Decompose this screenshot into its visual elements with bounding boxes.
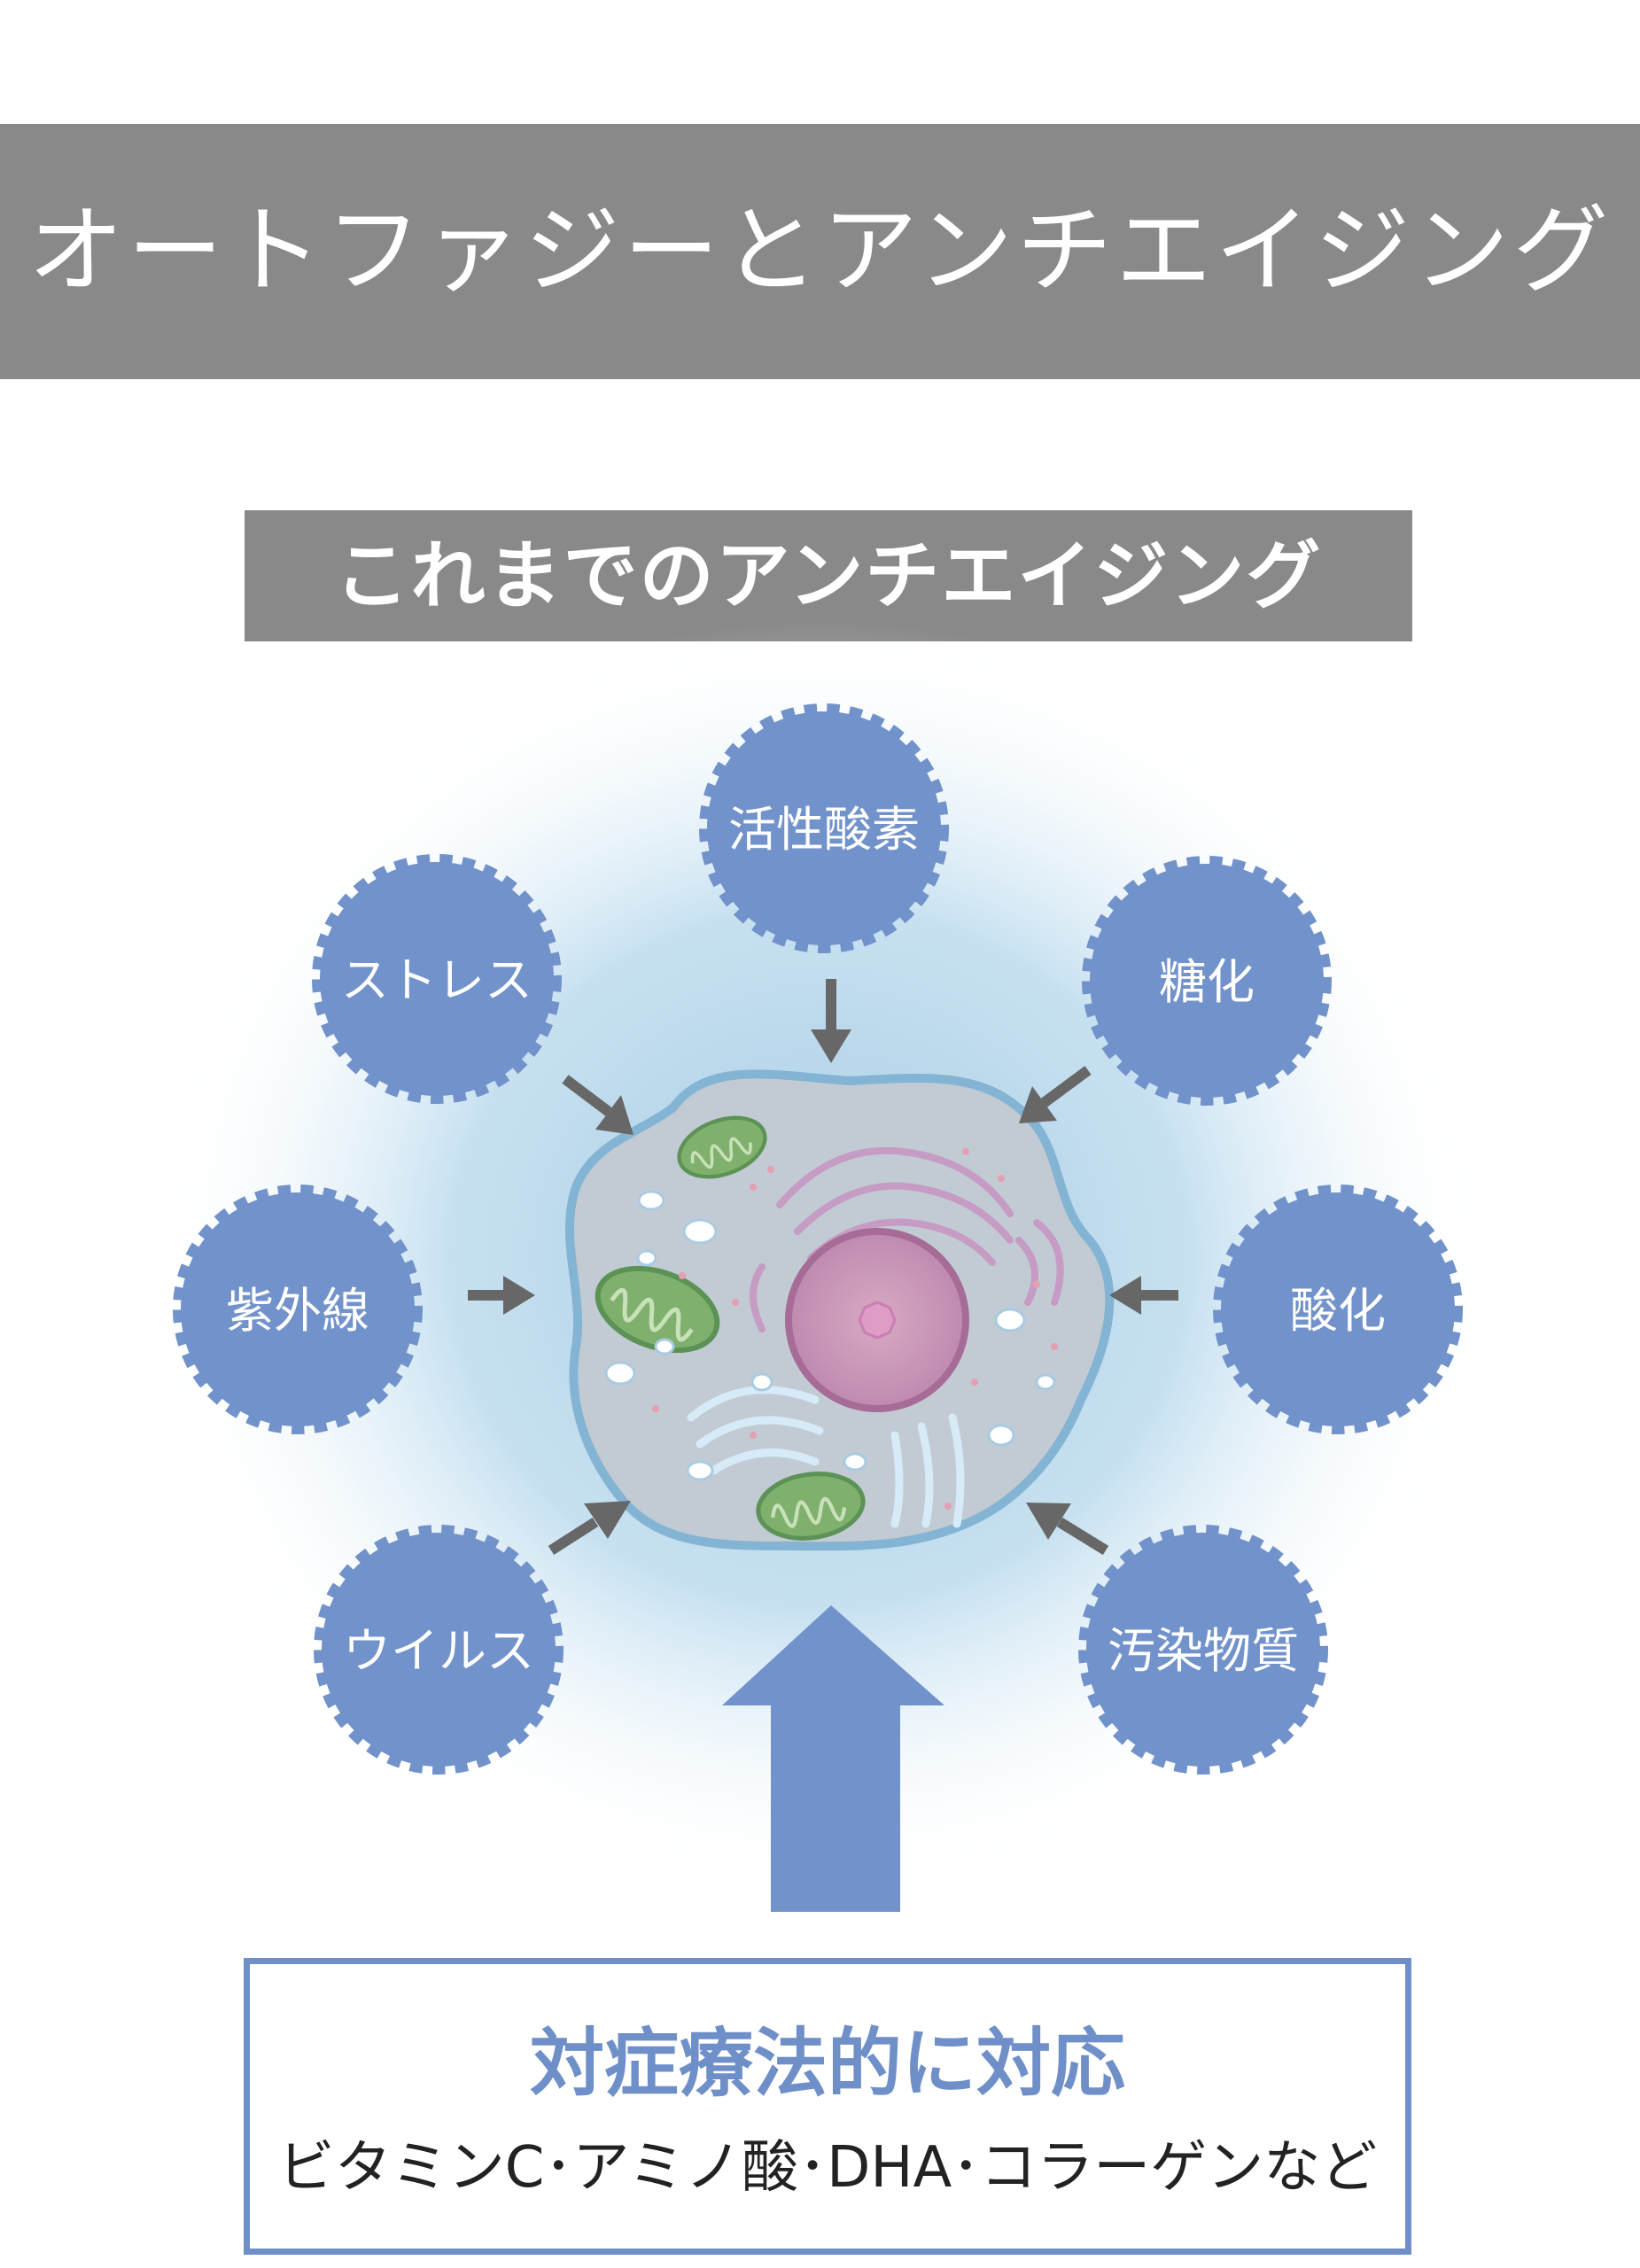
arrow-from-glycation bbox=[1019, 1066, 1092, 1123]
badge-stress: ストレス bbox=[312, 854, 562, 1104]
arrow-from-stress bbox=[562, 1075, 633, 1135]
ribosome-dots bbox=[652, 1148, 1058, 1510]
cell-illustration bbox=[565, 1069, 1115, 1551]
golgi-apparatus bbox=[750, 1146, 1064, 1332]
factor-badges: 活性酸素 ストレス 糖化 紫外線 酸化 ウイルス 汚染物質 bbox=[173, 703, 1463, 1775]
arrow-from-oxidation bbox=[1109, 1276, 1178, 1315]
section-subtitle: これまでのアンチエイジング bbox=[334, 532, 1323, 619]
nucleolus bbox=[858, 1301, 897, 1340]
arrow-from-pollutants bbox=[1026, 1503, 1109, 1556]
badge-label: 酸化 bbox=[1290, 1283, 1386, 1339]
arrow-from-uv bbox=[468, 1276, 535, 1315]
vesicles bbox=[604, 1190, 1056, 1481]
badge-uv: 紫外線 bbox=[173, 1184, 423, 1434]
badge-label: ストレス bbox=[341, 952, 532, 1008]
arrow-down bbox=[811, 979, 851, 1063]
badge-virus: ウイルス bbox=[314, 1525, 564, 1775]
badge-label: 紫外線 bbox=[226, 1283, 369, 1339]
badge-oxidation: 酸化 bbox=[1213, 1184, 1463, 1434]
treatment-title: 対症療法的に対応 bbox=[529, 2020, 1125, 2107]
badge-label: 活性酸素 bbox=[728, 802, 920, 858]
subtitle-box: これまでのアンチエイジング bbox=[245, 510, 1412, 641]
badge-active-oxygen: 活性酸素 bbox=[699, 703, 949, 953]
badge-glycation: 糖化 bbox=[1082, 856, 1332, 1106]
badge-label: 汚染物質 bbox=[1108, 1623, 1299, 1679]
treatment-examples: ビタミンC･アミノ酸･DHA･コラーゲンなど bbox=[277, 2135, 1378, 2201]
badge-label: 糖化 bbox=[1159, 954, 1255, 1010]
badge-pollutants: 汚染物質 bbox=[1078, 1525, 1328, 1775]
title-bar: オートファジーとアンチエイジング bbox=[0, 124, 1640, 379]
endoplasmic-reticulum bbox=[687, 1386, 965, 1528]
page-title: オートファジーとアンチエイジング bbox=[27, 196, 1613, 307]
arrow-from-virus bbox=[548, 1501, 631, 1556]
badge-label: ウイルス bbox=[343, 1623, 534, 1679]
factor-arrows bbox=[468, 979, 1178, 1556]
treatment-arrow bbox=[722, 1605, 944, 1912]
treatment-box: 対症療法的に対応 ビタミンC･アミノ酸･DHA･コラーゲンなど bbox=[244, 1958, 1411, 2255]
